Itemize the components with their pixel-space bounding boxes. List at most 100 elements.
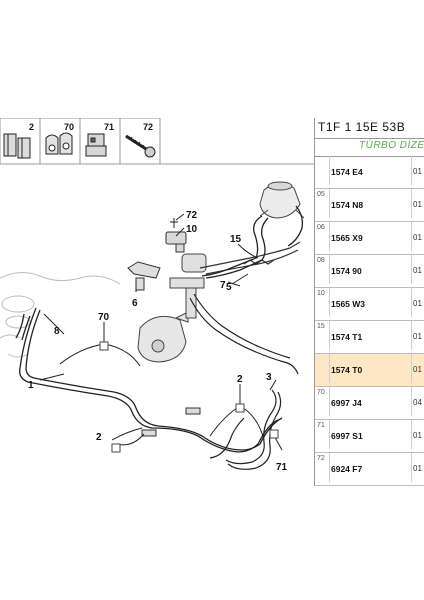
row-divider (329, 255, 330, 284)
wiring-harness (199, 241, 301, 275)
callout-6: 6 (132, 298, 138, 309)
part-reference: 1574 E4 (331, 167, 363, 177)
part-quantity: 01 (413, 365, 422, 374)
row-divider (329, 321, 330, 350)
row-divider (411, 288, 412, 317)
fitting-2 (141, 407, 201, 437)
screw-72-top (170, 218, 178, 228)
row-divider (411, 453, 412, 482)
exploded-parts-diagram: 2 70 71 72 (0, 118, 314, 473)
part-row[interactable]: 08 1574 90 01 (315, 255, 424, 288)
part-index: 05 (317, 191, 325, 198)
connector-10 (165, 231, 187, 253)
part-row[interactable]: 72 6924 F7 01 (315, 453, 424, 486)
part-reference: 6924 F7 (331, 464, 363, 474)
row-divider (329, 222, 330, 251)
clip-2-icon (3, 133, 31, 159)
row-divider (329, 420, 330, 449)
row-divider (411, 354, 412, 383)
callout-7: 7 (220, 280, 226, 291)
part-reference: 1574 N8 (331, 200, 364, 210)
part-row[interactable]: 70 6997 J4 04 (315, 387, 424, 420)
part-row[interactable]: 15 1574 T1 01 (315, 321, 424, 354)
row-divider (329, 156, 330, 185)
panel-subtitle: TÜRBO DİZE (359, 140, 424, 151)
callout-2-upper: 2 (237, 374, 243, 385)
callout-71: 71 (276, 462, 288, 473)
part-row[interactable]: 05 1574 N8 01 (315, 189, 424, 222)
diagram-code: T1F 1 15E 53B (318, 120, 406, 134)
part-row[interactable]: 71 6997 S1 01 (315, 420, 424, 453)
fuel-filter-valve (169, 253, 207, 319)
part-index: 70 (317, 389, 325, 396)
row-divider (411, 321, 412, 350)
screw-72-icon (125, 134, 156, 158)
legend-label-70: 70 (64, 122, 74, 132)
fuel-pipe-8 (15, 313, 31, 341)
fuel-pipe-3 (209, 389, 282, 470)
callout-3: 3 (266, 372, 272, 383)
part-index: 06 (317, 224, 325, 231)
part-row[interactable]: 10 1565 W3 01 (315, 288, 424, 321)
engine-outline (0, 272, 121, 358)
part-reference: 6997 J4 (331, 398, 362, 408)
part-row[interactable]: 1574 E4 01 (315, 156, 424, 189)
row-divider (329, 288, 330, 317)
part-row[interactable]: 06 1565 X9 01 (315, 222, 424, 255)
legend-label-2: 2 (29, 122, 34, 132)
row-divider (411, 156, 412, 185)
part-row[interactable]: 1574 T0 01 (315, 354, 424, 387)
callout-70: 70 (98, 312, 110, 323)
part-quantity: 01 (413, 266, 422, 275)
callout-72: 72 (186, 210, 198, 221)
fuel-pipe-1 (19, 307, 283, 453)
legend-label-71: 71 (104, 122, 114, 132)
clip-71-icon (85, 133, 107, 157)
part-quantity: 01 (413, 332, 422, 341)
callout-2-lower: 2 (96, 432, 102, 443)
legend-label-72: 72 (143, 122, 153, 132)
row-divider (329, 453, 330, 482)
callout-1: 1 (28, 380, 34, 391)
part-reference: 1574 90 (331, 266, 362, 276)
part-quantity: 01 (413, 233, 422, 242)
part-index: 10 (317, 290, 325, 297)
part-quantity: 04 (413, 398, 422, 407)
part-reference: 1574 T1 (331, 332, 363, 342)
high-pressure-pump (137, 311, 189, 363)
callout-15: 15 (230, 234, 242, 245)
part-quantity: 01 (413, 431, 422, 440)
part-index: 72 (317, 455, 325, 462)
fuel-pipe-15 (201, 205, 304, 279)
turbo-housing (259, 181, 305, 219)
row-divider (411, 387, 412, 416)
legend-strip: 2 70 71 72 (0, 118, 314, 165)
callout-5: 5 (226, 282, 232, 293)
part-index: 15 (317, 323, 325, 330)
panel-header: T1F 1 15E 53B (315, 118, 424, 139)
bracket-6 (127, 261, 161, 291)
part-quantity: 01 (413, 464, 422, 473)
row-divider (329, 189, 330, 218)
part-reference: 1574 T0 (331, 365, 363, 375)
part-quantity: 01 (413, 200, 422, 209)
part-reference: 1565 W3 (331, 299, 366, 309)
row-divider (329, 387, 330, 416)
part-reference: 1565 X9 (331, 233, 363, 243)
part-index: 08 (317, 257, 325, 264)
part-quantity: 01 (413, 299, 422, 308)
label-squares (99, 341, 279, 453)
row-divider (411, 255, 412, 284)
row-divider (329, 354, 330, 383)
callout-10: 10 (186, 224, 198, 235)
callout-8: 8 (54, 326, 60, 337)
panel-subtitle-row: TÜRBO DİZE (315, 138, 424, 157)
part-quantity: 01 (413, 167, 422, 176)
row-divider (411, 420, 412, 449)
parts-list-panel: T1F 1 15E 53B TÜRBO DİZE 1574 E4 01 05 1574… (314, 118, 424, 486)
row-divider (411, 189, 412, 218)
part-index: 71 (317, 422, 325, 429)
return-pipe (189, 293, 299, 375)
part-reference: 6997 S1 (331, 431, 363, 441)
parts-diagram-frame: 2 70 71 72 (0, 118, 424, 486)
